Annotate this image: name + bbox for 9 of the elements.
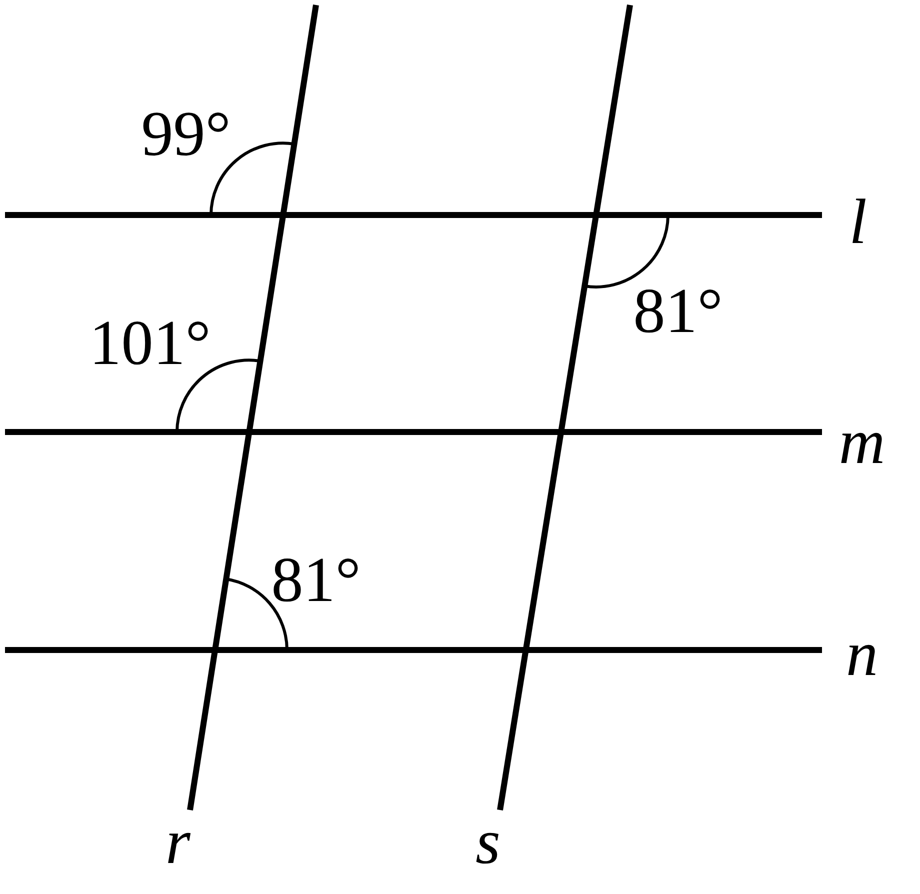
line-label: n <box>846 622 878 686</box>
angle-label: 99° <box>141 102 231 166</box>
angle-label: 101° <box>89 311 211 375</box>
line-label: l <box>849 190 867 254</box>
angle-label: 81° <box>271 548 361 612</box>
line-label: r <box>166 810 190 874</box>
line-label: s <box>476 810 500 874</box>
line-label: m <box>838 410 886 474</box>
angle-label: 81° <box>633 279 723 343</box>
